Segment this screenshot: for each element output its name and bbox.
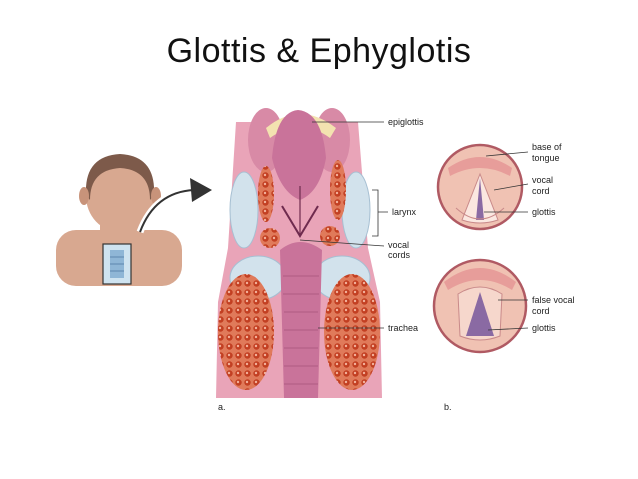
label-vocal-cord-line1: vocal [532,175,553,185]
label-vocal-cords-line1: vocal [388,240,409,250]
neck-locator-box [102,243,132,285]
panel-label-b: b. [444,402,452,412]
glottis-view-open [436,143,524,231]
label-trachea: trachea [388,323,418,333]
glottis-bottom-leader [487,327,529,331]
base-of-tongue-leader [485,151,529,157]
label-glottis-bottom: glottis [532,323,556,333]
label-vocal-cords-line2: cords [388,250,411,260]
label-vocal-cord-line2: cord [532,186,550,196]
slide-title: Glottis & Ephyglotis [166,32,472,70]
panel-label-a: a. [218,402,226,412]
label-epiglottis: epiglottis [388,117,424,127]
label-false-vocal-cord-line2: cord [532,306,550,316]
larynx-cross-section [216,108,382,398]
vocal-cords-leader [299,239,385,247]
glottis-view-closed [432,258,528,354]
label-glottis-top: glottis [532,207,556,217]
pointer-arrow-icon [136,178,212,234]
label-base-of-tongue-line2: tongue [532,153,560,163]
vocal-cord-leader [493,183,529,191]
label-false-vocal-cord-line1: false vocal [532,295,575,305]
larynx-bracket [372,189,388,237]
label-base-of-tongue-line1: base of [532,142,562,152]
label-larynx: larynx [392,207,417,217]
